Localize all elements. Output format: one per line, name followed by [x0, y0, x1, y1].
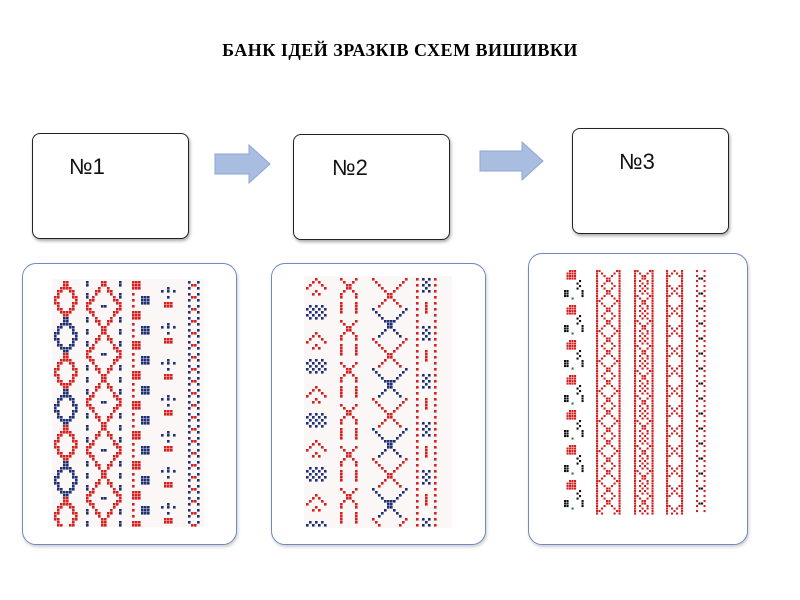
embroidery-pattern-image-3	[562, 268, 712, 518]
embroidery-pattern-image-1	[52, 279, 204, 527]
step-label-1: №1	[69, 154, 105, 179]
step-label-3: №3	[619, 149, 655, 174]
step-label-2: №2	[332, 155, 368, 180]
step-box-1: №1	[32, 133, 189, 239]
right-arrow-icon	[214, 143, 271, 185]
embroidery-pattern-image-2	[304, 276, 452, 528]
page-title: БАНК ІДЕЙ ЗРАЗКІВ СХЕМ ВИШИВКИ	[222, 40, 578, 60]
step-box-2: №2	[293, 134, 450, 240]
right-arrow-icon	[479, 140, 544, 182]
step-box-3: №3	[572, 128, 729, 234]
